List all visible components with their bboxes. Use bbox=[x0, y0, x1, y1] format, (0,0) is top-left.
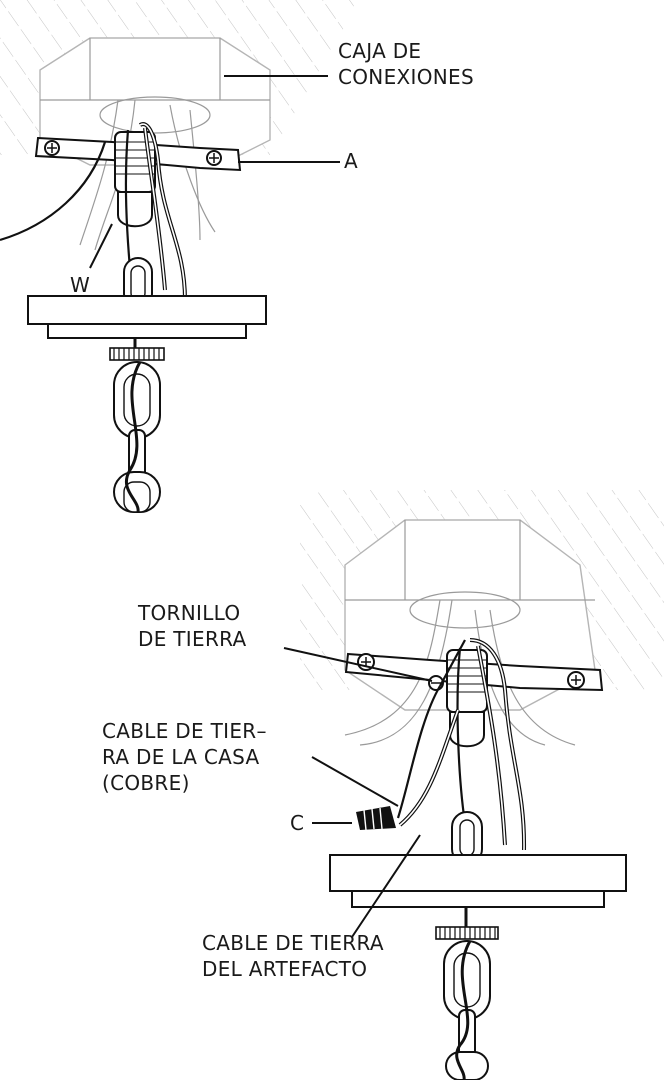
collar-nut-bottom bbox=[435, 907, 499, 940]
label-fixture-ground-line1: CABLE DE TIERRA bbox=[202, 931, 384, 955]
leader-ground-screw bbox=[283, 647, 433, 682]
label-ground-screw-line2: DE TIERRA bbox=[138, 627, 247, 651]
label-junction-box-line1: CAJA DE bbox=[338, 39, 421, 63]
label-junction-box-line2: CONEXIONES bbox=[338, 65, 474, 89]
fixture-wires-top bbox=[0, 122, 187, 301]
label-connector-c: C bbox=[290, 811, 304, 835]
label-house-ground-line3: (COBRE) bbox=[102, 771, 190, 795]
label-house-ground-line1: CABLE DE TIER– bbox=[102, 719, 267, 743]
top-illustration: CAJA DE CONEXIONES A W bbox=[0, 0, 474, 513]
leader-house-ground bbox=[311, 756, 399, 807]
chain-bottom-lower bbox=[443, 940, 491, 1080]
label-fixture-ground-line2: DEL ARTEFACTO bbox=[202, 957, 367, 981]
canopy-bottom bbox=[329, 854, 627, 908]
bottom-illustration: TORNILLO DE TIERRA CABLE DE TIER– RA DE … bbox=[102, 490, 664, 1080]
chain-bottom-upper bbox=[451, 811, 483, 865]
label-ground-screw-line1: TORNILLO bbox=[137, 601, 240, 625]
canopy-top bbox=[27, 295, 267, 339]
collar-nut-top bbox=[109, 338, 165, 361]
leader-fixture-ground bbox=[351, 834, 421, 938]
leader-wire-w bbox=[89, 223, 113, 269]
label-house-ground-line2: RA DE LA CASA bbox=[102, 745, 259, 769]
label-bar-a: A bbox=[344, 149, 358, 173]
label-wire-w: W bbox=[70, 273, 90, 297]
chain-top-lower bbox=[113, 361, 161, 513]
fixture-wires-bottom bbox=[396, 638, 527, 851]
wire-connector-c bbox=[356, 806, 396, 831]
